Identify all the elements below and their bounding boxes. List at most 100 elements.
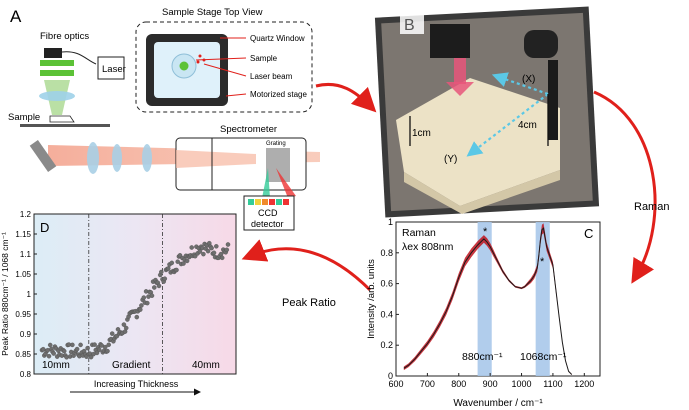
ratio-point	[149, 293, 155, 298]
probe-head	[44, 48, 62, 58]
panel-b: B (X) (Y) 4cm 1cm	[374, 6, 600, 218]
y-tick-label: 1.2	[20, 210, 32, 219]
laser-label: Laser	[102, 64, 126, 75]
dim-1cm-label: 1cm	[412, 128, 431, 139]
y-tick-label: 0.4	[380, 309, 393, 319]
peak2-label: 1068cm⁻¹	[520, 351, 567, 363]
panel-b-letter: B	[404, 17, 415, 34]
ratio-point	[88, 354, 94, 360]
dim-4cm-label: 4cm	[518, 120, 537, 131]
spectrum-annotation-1: Raman	[402, 227, 436, 239]
x-tick-label: 900	[483, 379, 498, 389]
top-view-item-0: Quartz Window	[250, 34, 305, 43]
x-tick-label: 1100	[543, 379, 562, 389]
ratio-point	[139, 303, 144, 308]
ratio-point	[141, 295, 147, 300]
x-tick-label: 800	[451, 379, 466, 389]
mirror	[29, 140, 57, 172]
spectrum-x-axis-label: Wavenumber / cm⁻¹	[453, 398, 543, 409]
y-tick-label: 1.15	[15, 230, 31, 239]
ccd-label-1: CCD	[258, 208, 278, 218]
ratio-point	[205, 248, 211, 254]
thickness-label: Increasing Thickness	[94, 379, 179, 389]
ratio-point	[169, 260, 175, 266]
peak1-star: *	[483, 226, 488, 238]
ratio-point	[134, 314, 140, 320]
diffracted-red	[276, 168, 296, 198]
x-tick-label: 1000	[512, 379, 532, 389]
y-tick-label: 0.2	[380, 340, 393, 350]
ratio-point	[105, 348, 110, 354]
ccd-label-2: detector	[251, 219, 284, 229]
ratio-point	[184, 258, 190, 264]
y-label: (Y)	[444, 154, 457, 165]
x-tick-label: 700	[420, 379, 435, 389]
ratio-point	[189, 245, 194, 250]
panel-a: A Fibre optics Laser Sample Spectrometer…	[8, 7, 320, 231]
top-view-item-1: Sample	[250, 54, 278, 63]
ratio-point	[201, 251, 206, 257]
ccd-pixel-strip	[248, 199, 289, 205]
ratio-point	[197, 249, 203, 254]
ratio-point	[78, 342, 83, 348]
y-tick-label: 0.8	[20, 370, 32, 379]
peak2-star: *	[540, 256, 545, 268]
mount-post	[548, 60, 558, 140]
y-tick-label: 0.6	[380, 279, 393, 289]
arrow-b-to-c	[593, 90, 657, 284]
ratio-point	[121, 322, 127, 327]
ratio-point	[174, 267, 179, 273]
mount-knob	[524, 30, 558, 58]
y-tick-label: 0.8	[380, 248, 393, 258]
x-label: (X)	[522, 74, 535, 85]
ratio-point	[94, 350, 100, 356]
y-tick-label: 1	[388, 217, 393, 227]
ratio-point	[166, 266, 171, 271]
lens-1	[87, 142, 99, 174]
diffracted-green	[262, 168, 270, 198]
fibre-cable	[61, 51, 97, 65]
region-label-right: 40mm	[192, 360, 220, 371]
ratio-point	[138, 307, 143, 312]
y-axis-arrow	[466, 93, 549, 157]
ratio-point	[97, 347, 102, 353]
callout-lines	[195, 37, 247, 97]
filter-green	[40, 60, 74, 66]
ratio-point	[70, 342, 75, 348]
ratio-point	[123, 325, 129, 331]
grating-label: Grating	[266, 141, 286, 147]
ratio-point	[145, 300, 150, 306]
ratio-point	[92, 342, 97, 347]
raman-label: Raman	[634, 201, 669, 213]
laser-beam-arrow	[454, 58, 466, 84]
filter-green-2	[40, 70, 74, 76]
x-tick-label: 1200	[574, 379, 594, 389]
ratio-point	[156, 283, 162, 289]
ratio-point	[40, 346, 46, 352]
ratio-point	[102, 344, 108, 350]
top-view-title: Sample Stage Top View	[162, 7, 263, 18]
sample-wedge-side	[404, 170, 560, 214]
y-tick-label: 0.95	[15, 310, 31, 319]
ratio-point	[61, 348, 67, 354]
lens-2	[112, 144, 122, 172]
laser-spot	[179, 61, 189, 71]
ratio-point	[152, 285, 157, 290]
peak1-label: 880cm⁻¹	[462, 351, 503, 363]
peak-ratio-label: Peak Ratio	[282, 297, 336, 309]
ratio-point	[46, 353, 52, 359]
flow-arrows: Raman Peak Ratio	[241, 82, 669, 309]
spectrum-annotation-2: λex 808nm	[402, 241, 454, 253]
y-tick-label: 0	[388, 371, 393, 381]
ratio-point	[109, 331, 115, 336]
spectrometer-beam	[176, 150, 256, 168]
ratio-point	[159, 269, 164, 275]
sample-block	[49, 115, 75, 123]
highlight-band-0	[477, 222, 492, 376]
ratio-point	[51, 351, 56, 356]
lens-3	[142, 144, 152, 172]
